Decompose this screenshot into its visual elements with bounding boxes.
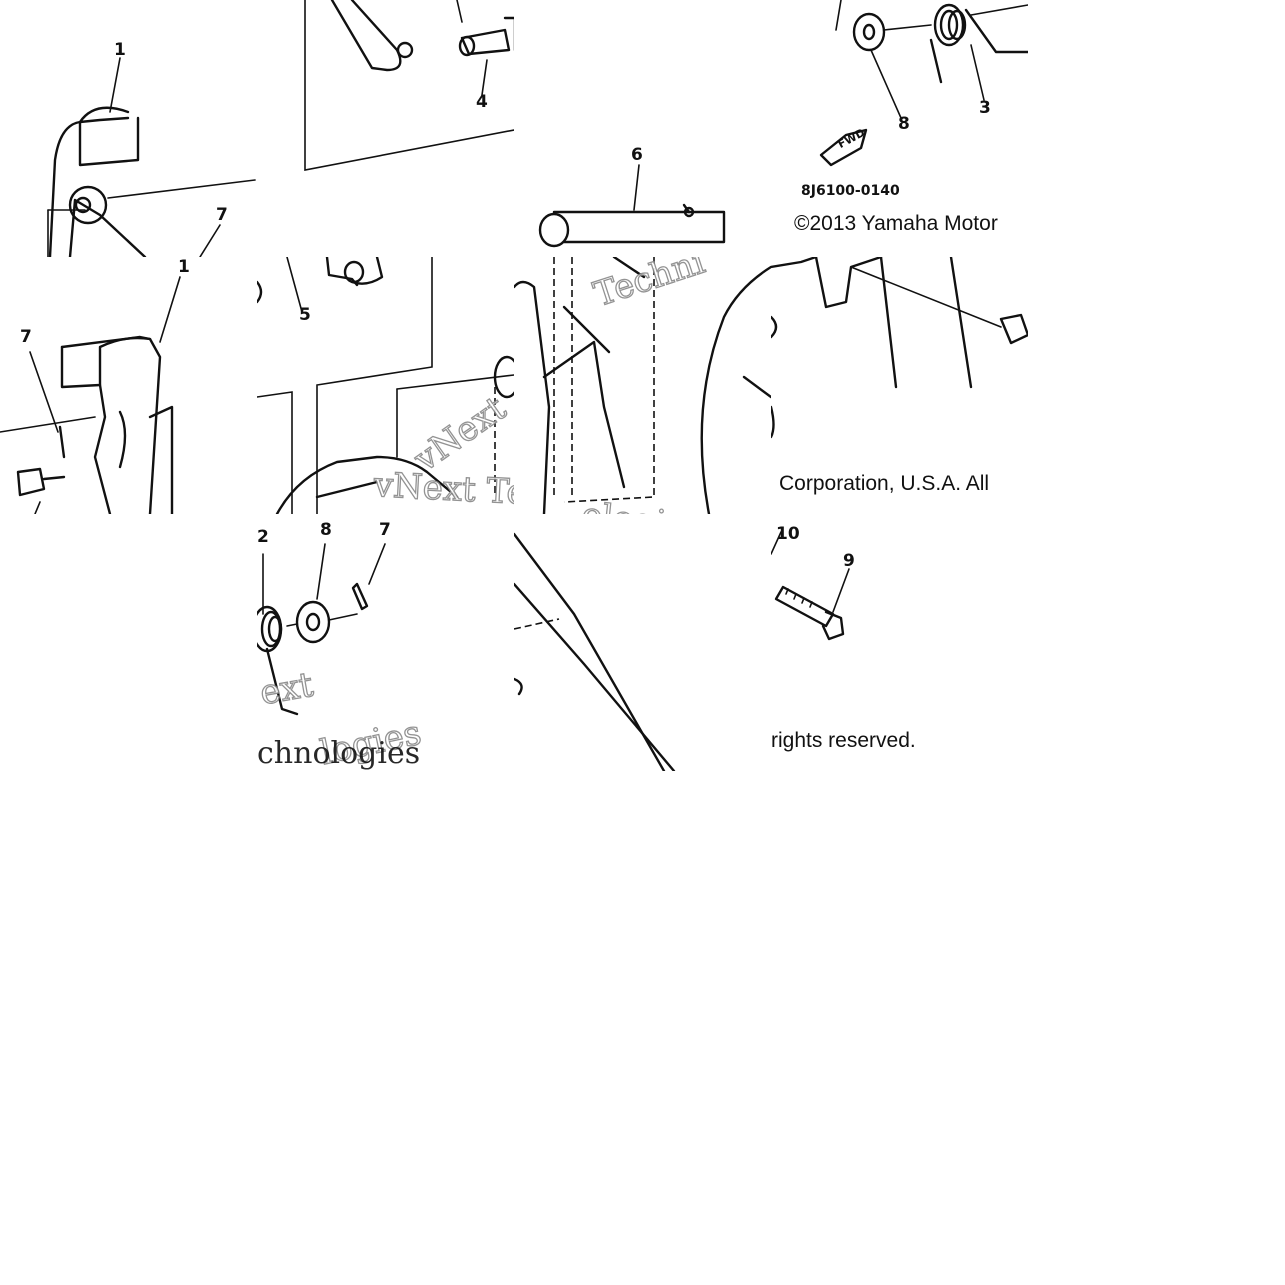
diagram-tile-spring-washer: 2 8 7 ext logies chnologies [257,514,514,771]
copyright-line-1b: Corporation, U.S.A. All [779,472,990,495]
diagram-tile-long-pin: 6 [514,0,771,257]
callout-4: 4 [476,92,488,112]
copyright-line-2: rights reserved. [771,729,916,752]
diagram-tile-bolt: 10 9 rights reserved. [771,514,1028,771]
bolt-drawing [771,531,850,641]
callout-10: 10 [776,524,800,544]
diagram-tile-pin-path: Techni ologies [514,257,771,514]
spring-washer-pin-drawing [257,543,386,716]
pedal-lever-drawing [0,276,181,514]
spring-and-washer-drawing [819,0,1028,167]
callout-5: 5 [299,305,311,325]
pedal-arm-drawing [47,57,256,257]
watermark-text: vNext Te [372,464,514,513]
diagram-tile-bracket: 5 vNext Te vNext [257,257,514,514]
diagram-tile-link-pin: 4 [257,0,514,257]
callout-6: 6 [631,145,643,165]
diagram-reference-code: 8J6100-0140 [801,183,900,199]
callout-8: 8 [320,520,332,540]
pin-path-dashed-drawing [514,257,771,514]
nut-and-frame-drawing [771,257,1028,439]
callout-9: 9 [843,551,855,571]
callout-7: 7 [20,327,32,347]
callout-1: 1 [178,257,190,277]
callout-3: 3 [979,98,991,118]
callout-2: 2 [257,527,269,547]
callout-8: 8 [898,114,910,134]
diagram-tile-spring: 8 3 FWD 8J6100-0140 ©2013 Yamaha Motor [771,0,1028,257]
diagram-tile-pedal-top: 1 7 [0,0,257,257]
diagram-tile-pedal-bottom: 7 1 [0,257,257,514]
callout-1: 1 [114,40,126,60]
diagram-tile-frame-corner [514,514,771,771]
frame-corner-drawing [514,532,676,771]
callout-7: 7 [216,205,228,225]
copyright-line-1a: ©2013 Yamaha Motor [794,212,998,235]
bracket-frame-drawing [257,257,514,514]
diagram-tile-nut: Corporation, U.S.A. All [771,257,1028,514]
long-pin-drawing [538,164,726,248]
callout-7: 7 [379,520,391,540]
link-and-pin-drawing [304,0,514,171]
watermark-text: chnologies [257,736,421,771]
